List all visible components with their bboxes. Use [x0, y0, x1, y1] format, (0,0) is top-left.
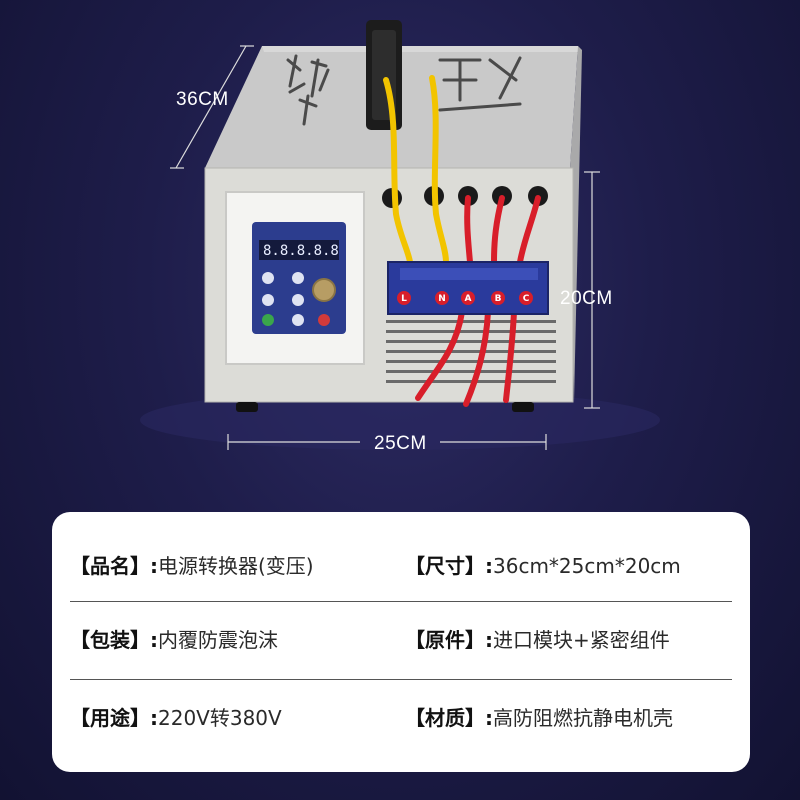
dimension-lines — [170, 45, 600, 450]
spec-row: 【品名】:电源转换器(变压) 【尺寸】:36cm*25cm*20cm — [70, 528, 732, 598]
spec-item-product-name: 【品名】:电源转换器(变压) — [70, 550, 314, 579]
spec-key: 【尺寸】: — [405, 554, 493, 578]
dimension-depth-label: 36CM — [176, 89, 229, 110]
svg-text:A: A — [465, 294, 472, 304]
led-display — [259, 240, 339, 260]
vent-slots — [386, 320, 556, 383]
spec-value: 内覆防震泡沫 — [158, 628, 278, 652]
spec-value: 电源转换器(变压) — [158, 554, 314, 578]
spec-value: 高防阻燃抗静电机壳 — [493, 706, 673, 730]
spec-value: 36cm*25cm*20cm — [493, 554, 681, 578]
case-foot — [512, 402, 534, 412]
spec-value: 220V转380V — [158, 706, 282, 730]
spec-key: 【原件】: — [405, 628, 493, 652]
dimension-height-label: 20CM — [560, 288, 613, 309]
terminal-labels: L N A B C — [397, 291, 533, 305]
spec-key: 【包装】: — [70, 628, 158, 652]
svg-text:B: B — [495, 294, 502, 304]
svg-text:8.8.8.8.8: 8.8.8.8.8 — [263, 243, 339, 259]
spec-row: 【包装】:内覆防震泡沫 【原件】:进口模块+紧密组件 — [70, 601, 732, 672]
case-foot — [236, 402, 258, 412]
spec-item-material: 【材质】:高防阻燃抗静电机壳 — [405, 702, 673, 731]
spec-item-packaging: 【包装】:内覆防震泡沫 — [70, 624, 278, 653]
spec-card: 【品名】:电源转换器(变压) 【尺寸】:36cm*25cm*20cm 【包装】:… — [52, 512, 750, 772]
spec-item-components: 【原件】:进口模块+紧密组件 — [405, 624, 670, 653]
top-handwriting — [286, 54, 522, 126]
svg-text:N: N — [438, 294, 446, 304]
spec-value: 进口模块+紧密组件 — [493, 628, 670, 652]
spec-item-usage: 【用途】:220V转380V — [70, 702, 282, 731]
spec-item-size: 【尺寸】:36cm*25cm*20cm — [405, 550, 681, 579]
yellow-wires — [383, 75, 449, 265]
svg-text:L: L — [401, 294, 407, 304]
red-wires — [415, 195, 541, 407]
product-photo: 8.8.8.8.8 L N — [140, 20, 660, 450]
spec-key: 【品名】: — [70, 554, 158, 578]
spec-key: 【材质】: — [405, 706, 493, 730]
speed-knob — [312, 278, 336, 302]
svg-text:C: C — [523, 294, 530, 304]
spec-row: 【用途】:220V转380V 【材质】:高防阻燃抗静电机壳 — [70, 679, 732, 750]
dimension-width-label: 25CM — [374, 433, 427, 454]
spec-key: 【用途】: — [70, 706, 158, 730]
